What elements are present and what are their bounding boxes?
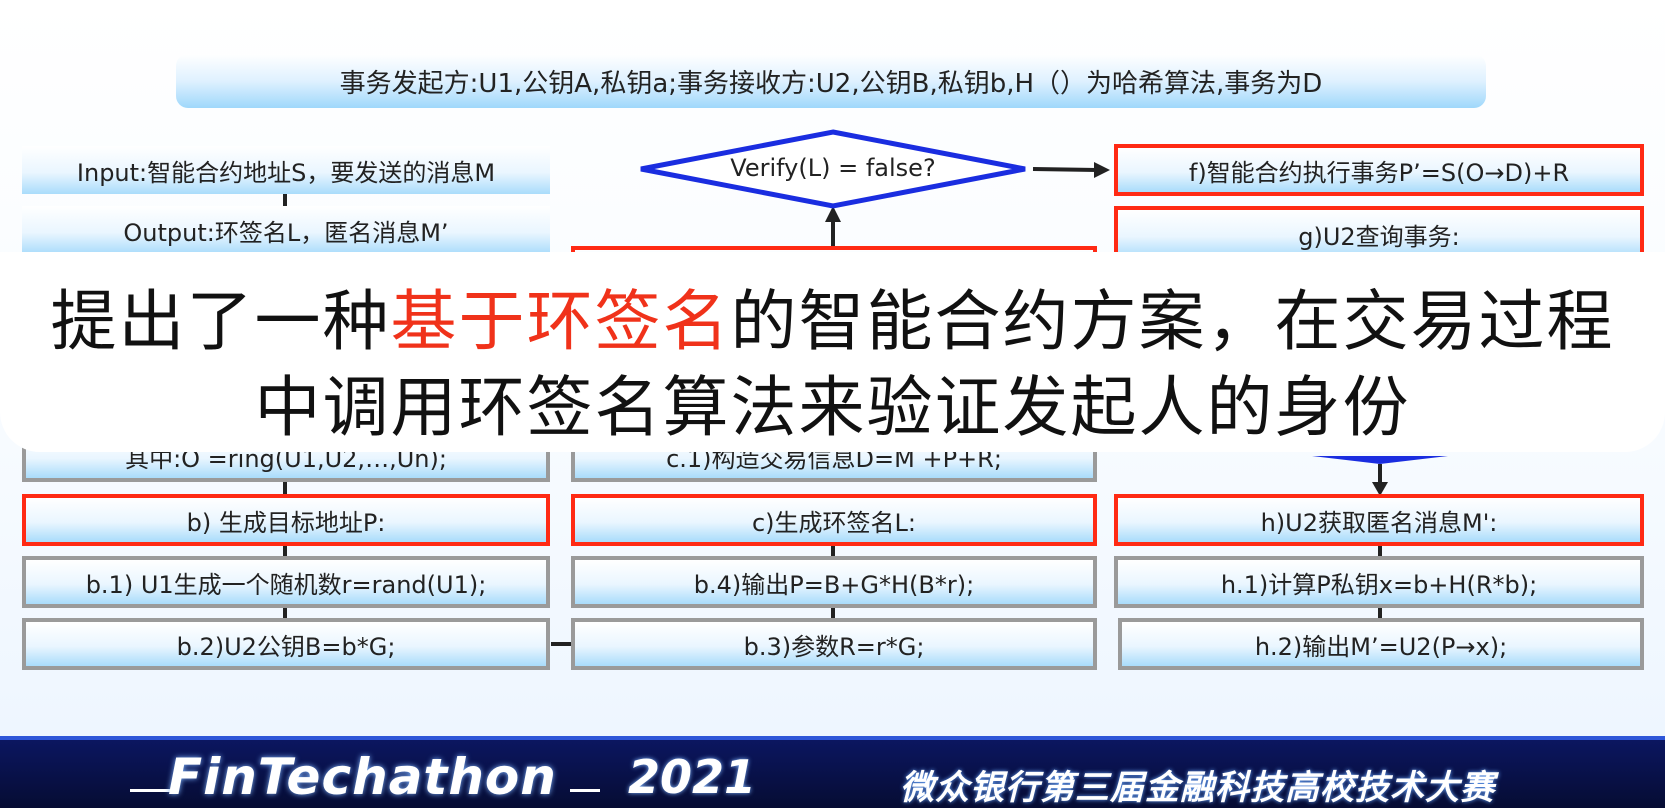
step-h2-label: h.2)输出M’=U2(P→x); — [1254, 632, 1508, 661]
verify-to-f-line — [1032, 167, 1098, 172]
step-b3-label: b.3)参数R=r*G; — [743, 632, 925, 661]
step-c-box: c)生成环签名L: — [571, 494, 1097, 546]
input-box: Input:智能合约地址S，要发送的消息M — [22, 146, 550, 194]
partial-diamond-bottom — [1312, 456, 1448, 464]
verify-diamond — [640, 129, 1026, 209]
step-b4-label: b.4)输出P=B+G*H(B*r); — [693, 570, 975, 599]
footer-bar — [0, 740, 1665, 808]
caption-line-1: 提出了一种基于环签名的智能合约方案，在交易过程 — [0, 268, 1665, 364]
step-h-label: h)U2获取匿名消息M': — [1260, 508, 1498, 537]
verify-up-arrowhead — [825, 206, 841, 222]
caption-line-1-part-1: 提出了一种 — [50, 283, 391, 360]
output-label: Output:环签名L，匿名消息M’ — [123, 218, 449, 247]
step-c-label: c)生成环签名L: — [751, 508, 916, 537]
input-label: Input:智能合约地址S，要发送的消息M — [76, 158, 496, 187]
verify-to-f-arrowhead — [1094, 162, 1110, 178]
caption-overlay — [0, 252, 1665, 452]
header-text: 事务发起方:U1,公钥A,私钥a;事务接收方:U2,公钥B,私钥b,H（）为哈希… — [339, 68, 1323, 99]
step-b4-box: b.4)输出P=B+G*H(B*r); — [571, 556, 1097, 608]
step-b3-box: b.3)参数R=r*G; — [571, 618, 1097, 670]
step-h1-box: h.1)计算P私钥x=b+H(R*b); — [1114, 556, 1644, 608]
step-f-box: f)智能合约执行事务P’=S(O→D)+R — [1114, 144, 1644, 196]
step-b-label: b) 生成目标地址P: — [186, 508, 386, 537]
step-b-box: b) 生成目标地址P: — [22, 494, 550, 546]
step-b2-label: b.2)U2公钥B=b*G; — [176, 632, 396, 661]
footer-brand-left-dash — [130, 789, 170, 792]
caption-highlight: 基于环签名 — [390, 283, 731, 360]
footer-brand: FinTechathon — [168, 748, 557, 806]
step-h-box: h)U2获取匿名消息M': — [1114, 494, 1644, 546]
step-h2-box: h.2)输出M’=U2(P→x); — [1118, 618, 1644, 670]
step-b1-box: b.1) U1生成一个随机数r=rand(U1); — [22, 556, 550, 608]
caption-line-2: 中调用环签名算法来验证发起人的身份 — [0, 354, 1665, 450]
step-b1-label: b.1) U1生成一个随机数r=rand(U1); — [85, 570, 487, 599]
caption-line-1-part-2: 的智能合约方案，在交易过程 — [730, 283, 1615, 360]
step-h1-label: h.1)计算P私钥x=b+H(R*b); — [1220, 570, 1538, 599]
footer-brand-right-dash — [570, 789, 600, 792]
step-g-label: g)U2查询事务: — [1298, 222, 1460, 251]
step-f-label: f)智能合约执行事务P’=S(O→D)+R — [1188, 158, 1570, 187]
output-box: Output:环签名L，匿名消息M’ — [22, 206, 550, 254]
verify-label-wrap: Verify(L) = false? — [679, 150, 987, 186]
footer-tagline: 微众银行第三届金融科技高校技术大赛 — [900, 768, 1495, 808]
footer-year: 2021 — [628, 750, 757, 804]
footer-top-line — [0, 736, 1665, 740]
header-banner: 事务发起方:U1,公钥A,私钥a;事务接收方:U2,公钥B,私钥b,H（）为哈希… — [176, 54, 1486, 108]
step-b2-box: b.2)U2公钥B=b*G; — [22, 618, 550, 670]
verify-label: Verify(L) = false? — [730, 154, 936, 182]
to-h-arrowhead — [1372, 482, 1388, 496]
caption-line-2-text: 中调用环签名算法来验证发起人的身份 — [254, 369, 1411, 446]
